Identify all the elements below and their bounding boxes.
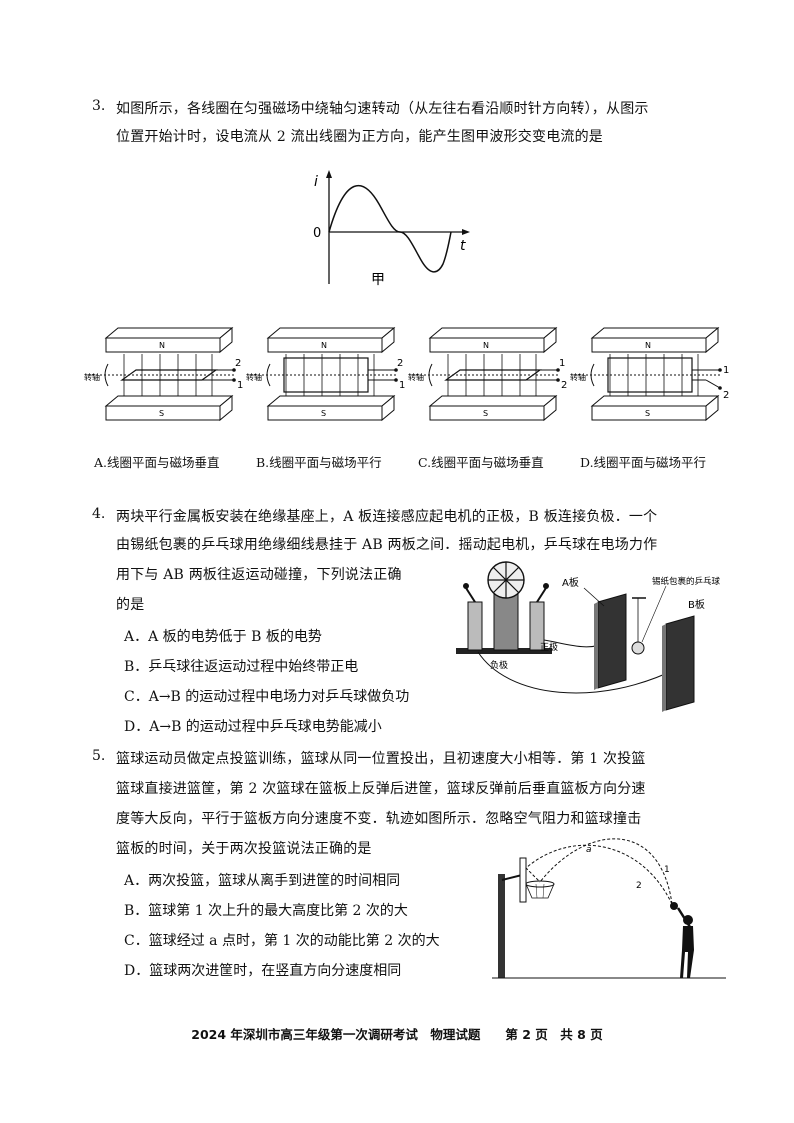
path-1-label: 1 (664, 865, 670, 875)
graph-x-label: t (460, 238, 466, 254)
q4-electrostatic-machine-figure: 正极 负极 A板 B板 锡纸包裹的乒乓球 (456, 561, 721, 712)
q5-option-d: D．篮球两次进筐时，在竖直方向分速度相同 (124, 963, 402, 979)
q4-option-a: A．A 板的电势低于 B 板的电势 (124, 629, 322, 645)
terminal-2: 2 (397, 358, 403, 369)
magnet-n-label: N (159, 341, 165, 350)
coil-diagram-d: N S 1 2 转轴 (570, 326, 729, 422)
graph-origin: 0 (313, 226, 321, 241)
q4-option-c: C．A→B 的运动过程中电场力对乒乓球做负功 (124, 689, 410, 705)
coil-diagram-b: N S 2 1 转轴 (246, 326, 405, 422)
magnet-n-label: N (645, 341, 651, 350)
magnet-s-label: S (645, 409, 650, 418)
q3-option-c: C.线圈平面与磁场垂直 (418, 455, 544, 470)
q5-number: 5. (92, 748, 106, 764)
point-a-label: a (586, 845, 592, 855)
coil-diagram-c: N S 1 2 转轴 (408, 326, 567, 422)
ball-label: 锡纸包裹的乒乓球 (652, 576, 721, 587)
axis-label: 转轴 (570, 372, 586, 382)
q3-option-b: B.线圈平面与磁场平行 (256, 455, 382, 470)
q3-option-d: D.线圈平面与磁场平行 (580, 455, 707, 470)
coil-diagram-a: N S 2 1 转轴 (84, 326, 243, 422)
q5-line-3: 度等大反向，平行于篮板方向分速度不变．轨迹如图所示．忽略空气阻力和篮球撞击 (116, 811, 642, 827)
q4-number: 4. (92, 506, 106, 522)
terminal-2: 2 (723, 390, 729, 401)
q5-option-a: A．两次投篮，篮球从离手到进筐的时间相同 (124, 873, 401, 889)
terminal-1: 1 (559, 358, 565, 369)
magnet-s-label: S (483, 409, 488, 418)
q5-line-4: 篮板的时间，关于两次投篮说法正确的是 (116, 841, 372, 857)
q5-line-2: 篮球直接进篮筐，第 2 次篮球在篮板上反弹后进筐，篮球反弹前后垂直篮板方向分速 (116, 781, 646, 797)
q4-line-4: 的是 (116, 597, 145, 613)
q3-coil-diagrams: N S 2 1 转轴 N S (84, 326, 729, 422)
graph-caption: 甲 (371, 272, 385, 288)
terminal-1: 1 (399, 380, 405, 391)
negative-terminal-label: 负极 (490, 659, 508, 671)
plate-a-label: A板 (562, 576, 579, 589)
graph-y-label: i (314, 174, 318, 190)
terminal-2: 2 (235, 358, 241, 369)
q3-number: 3. (92, 98, 106, 114)
axis-label: 转轴 (408, 372, 424, 382)
terminal-1: 1 (723, 365, 729, 376)
q4-line-2: 由锡纸包裹的乒乓球用绝缘细线悬挂于 AB 两板之间．摇动起电机，乒乓球在电场力作 (116, 537, 658, 553)
magnet-n-label: N (321, 341, 327, 350)
magnet-s-label: S (159, 409, 164, 418)
q3-sine-graph: i t 0 甲 (313, 170, 470, 288)
q5-line-1: 篮球运动员做定点投篮训练，篮球从同一位置投出，且初速度大小相等．第 1 次投篮 (116, 751, 646, 767)
page-footer: 2024 年深圳市高三年级第一次调研考试 物理试题 第 2 页 共 8 页 (191, 1027, 603, 1042)
q4-line-3: 用下与 AB 两板往返运动碰撞，下列说法正确 (116, 567, 402, 583)
plate-b-label: B板 (688, 598, 705, 611)
q4-line-1: 两块平行金属板安装在绝缘基座上，A 板连接感应起电机的正极，B 板连接负极．一个 (116, 509, 658, 525)
positive-terminal-label: 正极 (540, 641, 558, 653)
q5-option-c: C．篮球经过 a 点时，第 1 次的动能比第 2 次的大 (124, 933, 440, 949)
q3-option-a: A.线圈平面与磁场垂直 (94, 455, 220, 470)
q3-line-2: 位置开始计时，设电流从 2 流出线圈为正方向，能产生图甲波形交变电流的是 (116, 129, 604, 145)
q4-option-d: D．A→B 的运动过程中乒乓球电势能减小 (124, 719, 382, 735)
magnet-s-label: S (321, 409, 326, 418)
q3-line-1: 如图所示，各线圈在匀强磁场中绕轴匀速转动（从左往右看沿顺时针方向转），从图示 (116, 101, 649, 117)
q4-option-b: B．乒乓球往返运动过程中始终带正电 (124, 659, 359, 675)
magnet-n-label: N (483, 341, 489, 350)
terminal-2: 2 (561, 380, 567, 391)
terminal-1: 1 (237, 380, 243, 391)
q5-option-b: B．篮球第 1 次上升的最大高度比第 2 次的大 (124, 903, 408, 919)
axis-label: 转轴 (246, 372, 262, 382)
q5-basketball-figure: 1 2 a (492, 838, 726, 979)
player-silhouette (676, 907, 694, 978)
path-2-label: 2 (636, 881, 642, 891)
axis-label: 转轴 (84, 372, 100, 382)
